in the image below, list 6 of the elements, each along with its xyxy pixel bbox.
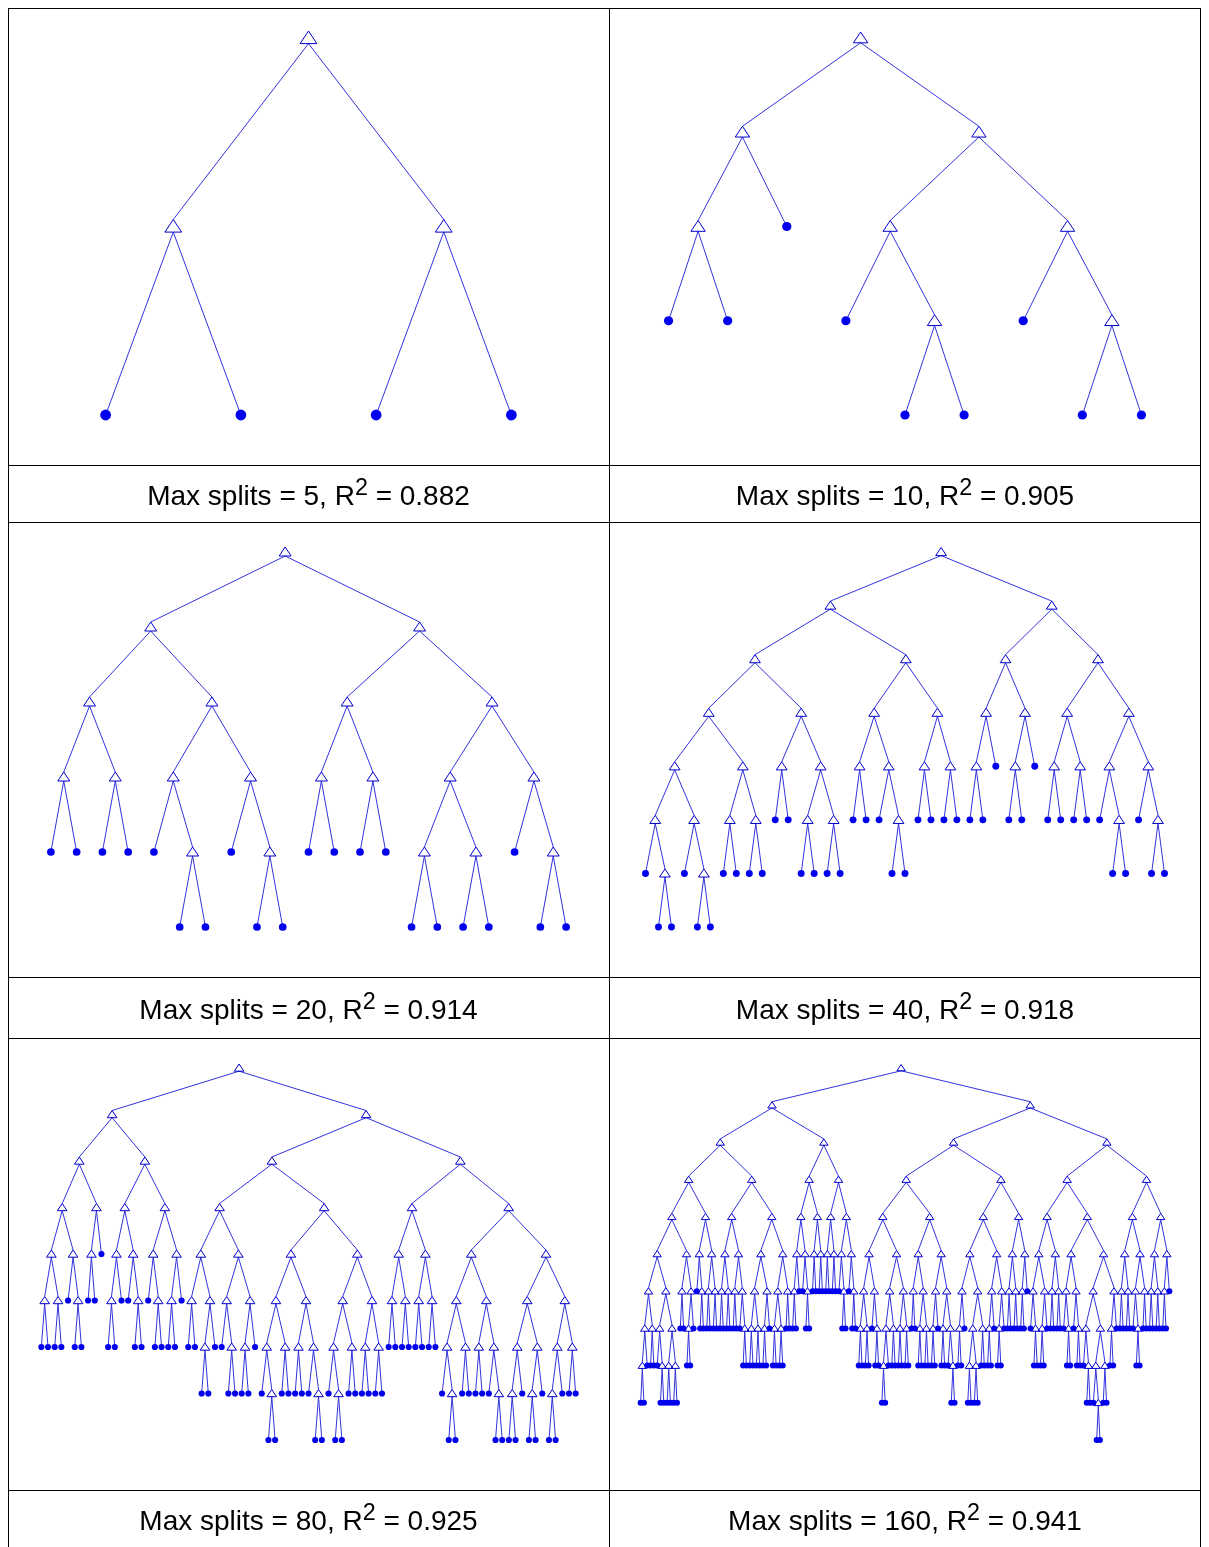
- panel-caption: Max splits = 20, R$^{2}$ = 0.914: [139, 988, 478, 1027]
- panel-caption: Max splits = 80, R$^{2}$ = 0.925: [139, 1499, 478, 1538]
- panel-caption: Max splits = 40, R$^{2}$ = 0.918: [735, 988, 1075, 1027]
- panel-caption: Max splits = 160, R$^{2}$ = 0.941: [728, 1499, 1082, 1538]
- panel-caption: Max splits = 5, R$^{2}$ = 0.882: [147, 474, 470, 513]
- panel-caption: Max splits = 10, R$^{2}$ = 0.905: [735, 474, 1075, 513]
